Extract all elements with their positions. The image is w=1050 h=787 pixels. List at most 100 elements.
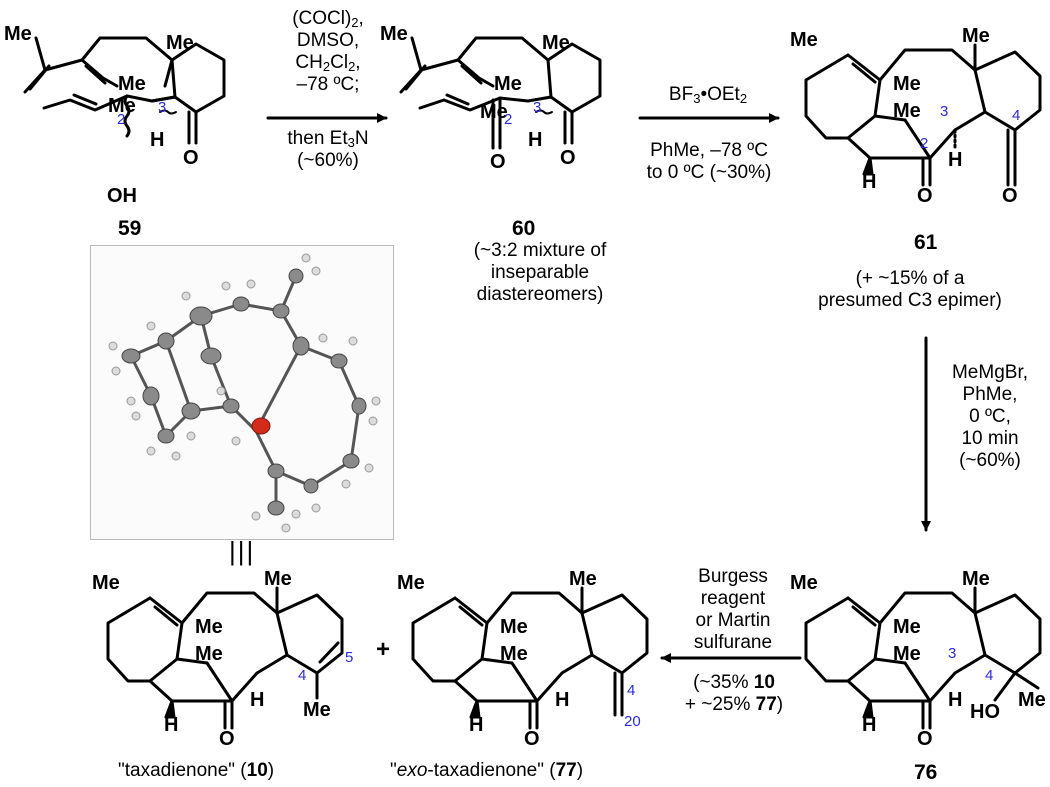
xray-crystal-structure-image: [90, 245, 394, 540]
atom-me-10-c: Me: [195, 616, 223, 638]
atom-me-77-d: Me: [500, 643, 528, 665]
step3-line5: (~60%): [959, 450, 1021, 471]
atom-me-60-c: Me: [494, 73, 522, 95]
atom-me-59-d: Me: [108, 95, 136, 117]
atom-me-76-e: Me: [1018, 689, 1046, 711]
structure-76: [804, 586, 1042, 730]
step1-line5: then Et3N: [287, 128, 369, 150]
compound-59-label: 59: [118, 217, 142, 240]
atom-me-77-c: Me: [500, 616, 528, 638]
atom-me-59-a: Me: [4, 23, 32, 45]
atom-o-61-b: O: [1002, 185, 1018, 207]
atom-me-61-a: Me: [790, 29, 818, 51]
step4-line4: sulfurane: [693, 632, 773, 653]
note-61-line1: (+ ~15% of a: [855, 268, 965, 289]
position-3-61: 3: [940, 103, 949, 120]
position-4-10: 4: [298, 667, 307, 684]
atom-h-76-a: H: [862, 714, 877, 736]
atom-me-59-c: Me: [118, 73, 146, 95]
position-2-61: 2: [920, 135, 929, 152]
compound-61-label: 61: [914, 231, 938, 254]
step2-line3: to 0 ºC (~30%): [646, 162, 772, 183]
step1-line1: (COCl)2,: [292, 8, 364, 30]
step2-line1: BF3•OEt2: [668, 84, 748, 106]
atom-me-10-b: Me: [264, 568, 292, 590]
atom-me-60-a: Me: [380, 23, 408, 45]
step4-yields: (~35% 10 + ~25% 77): [662, 672, 806, 716]
compound-60-label: 60: [512, 217, 536, 240]
position-4-77: 4: [627, 682, 636, 699]
atom-me-76-a: Me: [790, 572, 818, 594]
step3-conditions: MeMgBr, PhMe, 0 ºC, 10 min (~60%): [940, 362, 1040, 472]
step3-line3: 0 ºC,: [969, 406, 1011, 427]
step4-yield1: (~35% 10: [693, 672, 775, 693]
atom-o-59: O: [183, 147, 199, 169]
step3-line4: 10 min: [961, 428, 1019, 449]
atom-o-61-a: O: [917, 185, 933, 207]
atom-me-59-b: Me: [166, 32, 194, 54]
atom-me-10-d: Me: [195, 643, 223, 665]
step1-line6: (~60%): [297, 150, 359, 171]
atom-h-77-b: H: [555, 689, 570, 711]
atom-h-10-b: H: [250, 689, 265, 711]
atom-ho-76: HO: [970, 701, 1000, 723]
equivalence-symbol: |||: [229, 536, 256, 566]
step2-conditions-bottom: PhMe, –78 ºC to 0 ºC (~30%): [624, 140, 794, 184]
ortep-drawing: [108, 253, 381, 533]
atom-me-76-b: Me: [962, 568, 990, 590]
step1-line4: –78 ºC;: [296, 74, 360, 95]
atom-me-77-b: Me: [569, 568, 597, 590]
atom-o-60-a: O: [490, 151, 506, 173]
atom-me-60-d: Me: [480, 101, 508, 123]
atom-h-61-b: H: [948, 149, 963, 171]
position-3-59: 3: [158, 99, 167, 116]
step2-conditions-top: BF3•OEt2: [638, 84, 778, 106]
atom-h-60: H: [528, 129, 543, 151]
position-4-76: 4: [985, 667, 994, 684]
atom-me-10-a: Me: [92, 572, 120, 594]
atom-oh-59: OH: [107, 185, 137, 207]
step4-line2: reagent: [700, 588, 766, 609]
atom-me-10-e: Me: [303, 699, 331, 721]
name-exo-taxadienone: "exo-taxadienone" (77): [390, 760, 584, 781]
note-60-line2: inseparable: [490, 262, 590, 283]
structure-61: [804, 43, 1042, 187]
position-3-60: 3: [533, 99, 542, 116]
atom-me-61-c: Me: [893, 73, 921, 95]
name-taxadienone: "taxadienone" (10): [118, 760, 275, 781]
position-4-61: 4: [1012, 107, 1021, 124]
step1-line3: CH2Cl2,: [295, 52, 361, 74]
atom-h-77-a: H: [469, 714, 484, 736]
note-60: (~3:2 mixture of inseparable diastereome…: [420, 240, 660, 306]
step4-line1: Burgess: [698, 566, 768, 587]
structure-10: [106, 586, 344, 730]
atom-h-61-a: H: [862, 171, 877, 193]
atom-o-60-b: O: [560, 147, 576, 169]
position-5-10: 5: [345, 649, 354, 666]
atom-o-10: O: [219, 728, 235, 750]
step3-line2: PhMe,: [962, 384, 1018, 405]
plus-sign: +: [376, 636, 391, 663]
step1-line2: DMSO,: [296, 30, 360, 51]
structure-77: [411, 586, 649, 730]
step1-conditions-top: (COCl)2, DMSO, CH2Cl2, –78 ºC;: [268, 8, 388, 96]
position-2-59: 2: [117, 111, 126, 128]
atom-h-10-a: H: [164, 714, 179, 736]
position-3-76: 3: [948, 645, 957, 662]
note-60-line3: diastereomers): [476, 284, 604, 305]
atom-h-76-b: H: [948, 689, 963, 711]
atom-me-77-a: Me: [397, 572, 425, 594]
step1-conditions-bottom: then Et3N (~60%): [262, 128, 394, 172]
step3-line1: MeMgBr,: [951, 362, 1029, 383]
compound-76-label: 76: [914, 761, 938, 784]
position-20-77: 20: [624, 713, 641, 730]
structure-59: [23, 36, 226, 145]
step2-line2: PhMe, –78 ºC: [650, 140, 768, 161]
structure-60: [399, 36, 602, 150]
atom-h-59: H: [150, 129, 165, 151]
position-2-60: 2: [504, 111, 513, 128]
step4-yield2: + ~25% 77): [684, 694, 784, 715]
atom-me-76-c: Me: [893, 616, 921, 638]
atom-o-76: O: [917, 728, 933, 750]
